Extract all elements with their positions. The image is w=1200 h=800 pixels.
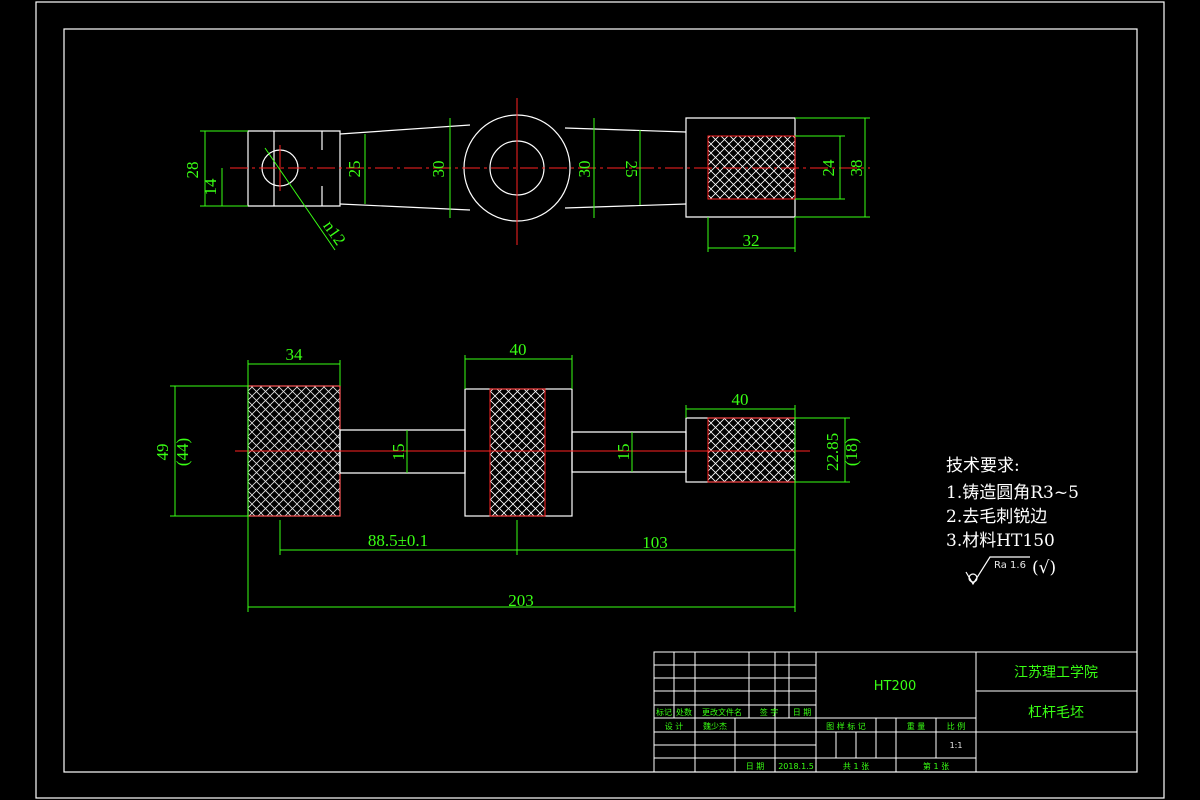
dim-15-right: 15 [614, 444, 633, 461]
technical-requirements: 技术要求: 1.铸造圆角R3~5 2.去毛刺锐边 3.材料HT150 Ra 1.… [946, 456, 1079, 586]
requirements-title: 技术要求: [946, 456, 1020, 476]
date-value: 2018.1.5 [778, 762, 814, 771]
dim-hole: n12 [319, 217, 349, 249]
row-label-mark: 标记 [656, 707, 672, 717]
title-block [653, 651, 1138, 773]
dim-14: 14 [201, 178, 220, 196]
dim-103: 103 [642, 533, 668, 552]
part-name: 杠杆毛坯 [1028, 705, 1084, 721]
dim-32: 32 [743, 231, 760, 250]
sheets-total: 共 1 张 [843, 762, 869, 771]
dim-49: 49 [153, 444, 172, 461]
sheet-number: 第 1 张 [923, 761, 949, 771]
dim-203: 203 [508, 591, 534, 610]
designer-name: 魏少杰 [703, 721, 727, 731]
weight-label: 重 量 [907, 721, 926, 731]
dim-28: 28 [183, 162, 202, 179]
requirement-1: 1.铸造圆角R3~5 [946, 483, 1079, 503]
roughness-paren: (√) [1032, 558, 1056, 578]
front-view: 34 40 40 49 (44) 15 15 22.85 (18) 88.5±0… [153, 340, 861, 612]
dim-38: 38 [847, 160, 866, 177]
dim-40-middle: 40 [510, 340, 527, 359]
requirement-3: 3.材料HT150 [946, 531, 1055, 551]
date-label: 日 期 [746, 762, 765, 771]
row-label-sign: 签 字 [760, 707, 779, 717]
stage-label: 图 样 标 记 [826, 721, 866, 731]
dim-25-right: 25 [622, 161, 641, 178]
design-label: 设 计 [665, 721, 684, 731]
dim-40-right: 40 [732, 390, 749, 409]
requirement-2: 2.去毛刺锐边 [946, 507, 1047, 527]
row-label-date: 日 期 [793, 708, 812, 717]
dim-34: 34 [286, 345, 304, 364]
roughness-value: Ra 1.6 [994, 560, 1026, 571]
dim-30-left: 30 [429, 161, 448, 178]
dim-30-right: 30 [575, 161, 594, 178]
dim-25-left: 25 [345, 161, 364, 178]
row-label-count: 处数 [676, 707, 692, 717]
scale-label: 比 例 [947, 721, 966, 731]
dim-88-5: 88.5±0.1 [368, 531, 428, 550]
school-name: 江苏理工学院 [1014, 665, 1098, 681]
scale-value: 1:1 [950, 741, 963, 750]
dim-18: (18) [842, 438, 861, 466]
dim-24: 24 [819, 159, 838, 177]
outer-border [35, 1, 1165, 799]
dim-44: (44) [173, 438, 192, 466]
dim-15-left: 15 [389, 444, 408, 461]
material-label: HT200 [874, 679, 917, 694]
row-label-file: 更改文件名 [702, 707, 742, 717]
inner-border [63, 28, 1138, 773]
top-view: 28 14 25 30 30 25 24 38 32 n12 [183, 98, 870, 252]
dim-22-85: 22.85 [823, 433, 842, 471]
